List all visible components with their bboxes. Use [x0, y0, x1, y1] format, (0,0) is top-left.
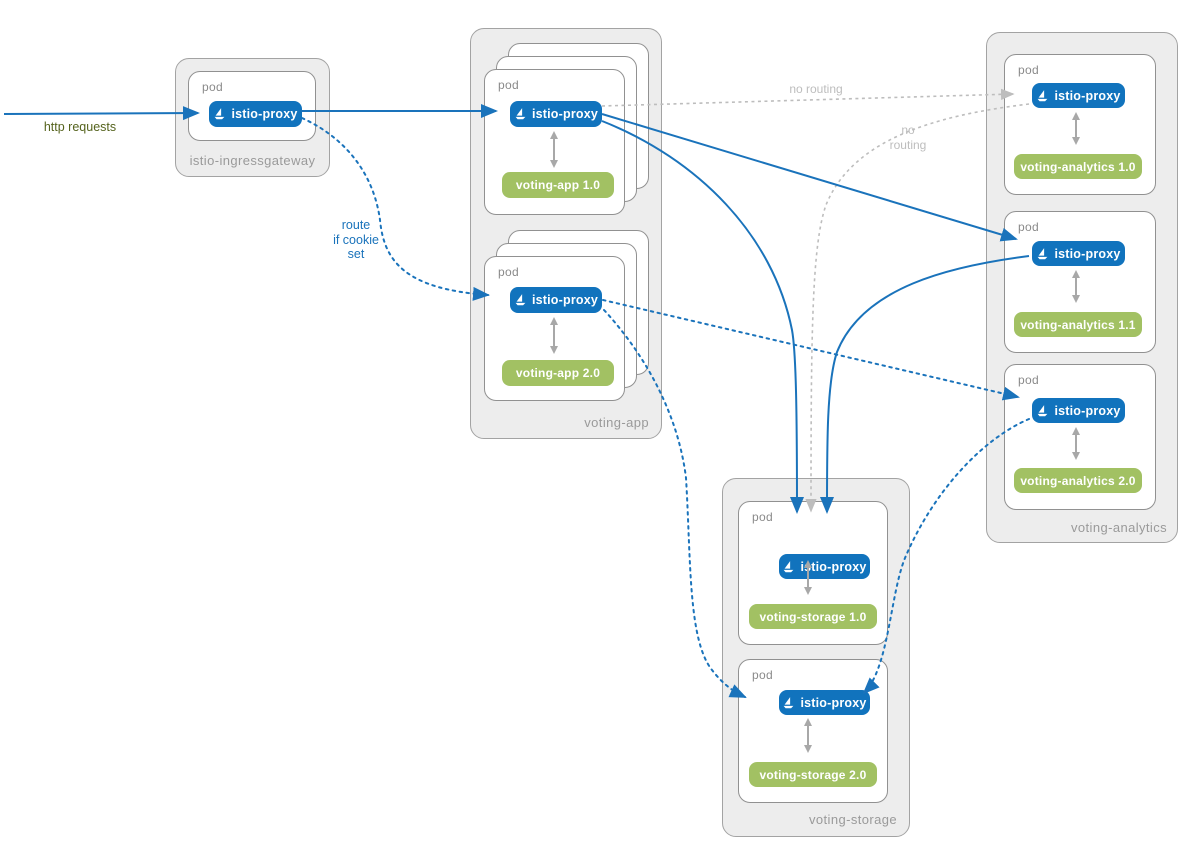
pod-label: pod [752, 668, 773, 682]
route-if-cookie-line3: set [347, 247, 365, 261]
istio-sail-icon [1038, 404, 1048, 416]
pod-label: pod [752, 510, 773, 524]
istio-proxy-badge: istio-proxy [209, 101, 302, 127]
app-badge-voting-analytics-20: voting-analytics 2.0 [1014, 468, 1142, 493]
istio-sail-icon [784, 560, 794, 572]
istio-proxy-badge: istio-proxy [1032, 241, 1125, 266]
proxy-label: istio-proxy [1054, 403, 1121, 418]
pod-label: pod [1018, 220, 1039, 234]
route-if-cookie-label: route if cookie set [306, 218, 406, 262]
http-requests-label: http requests [43, 120, 117, 134]
route-if-cookie-line2: if cookie [333, 232, 379, 247]
group-label-voting-app: voting-app [584, 415, 649, 430]
group-voting-storage: pod istio-proxy voting-storage 1.0 pod i… [722, 478, 910, 837]
istio-proxy-badge: istio-proxy [1032, 83, 1125, 108]
edge-http-to-ingress [3, 106, 200, 121]
app-badge-voting-analytics-10: voting-analytics 1.0 [1014, 154, 1142, 179]
istio-proxy-badge: istio-proxy [779, 554, 870, 579]
proxy-label: istio-proxy [1054, 246, 1121, 261]
istio-proxy-badge: istio-proxy [510, 287, 602, 313]
app-badge-voting-app-10: voting-app 1.0 [502, 172, 614, 198]
route-if-cookie-line1: route [341, 218, 371, 232]
group-voting-analytics: pod istio-proxy voting-analytics 1.0 pod… [986, 32, 1178, 543]
pod-card: pod istio-proxy voting-storage 2.0 [738, 659, 888, 803]
group-label-voting-analytics: voting-analytics [1071, 520, 1167, 535]
pod-label: pod [498, 78, 519, 92]
edge-app20-to-analytics20 [602, 299, 1020, 401]
istio-sail-icon [784, 696, 794, 708]
no-routing-label-mid: no routing [868, 123, 948, 152]
app-badge-voting-storage-10: voting-storage 1.0 [749, 604, 877, 629]
pod-label: pod [1018, 373, 1039, 387]
proxy-label: istio-proxy [531, 293, 599, 307]
app-badge-voting-storage-20: voting-storage 2.0 [749, 762, 877, 787]
pod-card: pod istio-proxy voting-analytics 2.0 [1004, 364, 1156, 510]
app-badge-voting-analytics-11: voting-analytics 1.1 [1014, 312, 1142, 337]
istio-sail-icon [1038, 247, 1048, 259]
group-istio-ingressgateway: pod istio-proxy istio-ingressgateway [175, 58, 330, 177]
pod-card: pod istio-proxy voting-analytics 1.1 [1004, 211, 1156, 353]
pod-card: pod istio-proxy voting-analytics 1.0 [1004, 54, 1156, 195]
istio-proxy-badge: istio-proxy [779, 690, 870, 715]
pod-label: pod [202, 80, 223, 94]
istio-proxy-badge: istio-proxy [1032, 398, 1125, 423]
pod-card: pod istio-proxy voting-storage 1.0 [738, 501, 888, 645]
pod-card: pod istio-proxy [188, 71, 316, 141]
proxy-label: istio-proxy [800, 559, 867, 574]
group-label-ingressgateway: istio-ingressgateway [189, 153, 316, 168]
pod-label: pod [1018, 63, 1039, 77]
no-routing-mid-line2: routing [889, 137, 927, 152]
app-badge-voting-app-20: voting-app 2.0 [502, 360, 614, 386]
pod-card: pod istio-proxy voting-app 2.0 [484, 256, 625, 401]
group-voting-app: pod istio-proxy voting-app 1.0 pod istio… [470, 28, 662, 439]
edge-app10-to-analytics11 [601, 113, 1018, 242]
istio-sail-icon [515, 294, 526, 306]
pod-label: pod [498, 265, 519, 279]
no-routing-mid-line1: no [901, 123, 915, 137]
proxy-label: istio-proxy [800, 695, 867, 710]
istio-sail-icon [215, 108, 225, 120]
istio-proxy-badge: istio-proxy [510, 101, 602, 127]
group-label-voting-storage: voting-storage [809, 812, 897, 827]
proxy-label: istio-proxy [531, 107, 599, 121]
proxy-label: istio-proxy [231, 107, 298, 121]
no-routing-label-top: no routing [789, 82, 843, 96]
istio-sail-icon [1038, 89, 1048, 101]
istio-sail-icon [515, 108, 526, 120]
proxy-label: istio-proxy [1054, 88, 1121, 103]
pod-card: pod istio-proxy voting-app 1.0 [484, 69, 625, 215]
